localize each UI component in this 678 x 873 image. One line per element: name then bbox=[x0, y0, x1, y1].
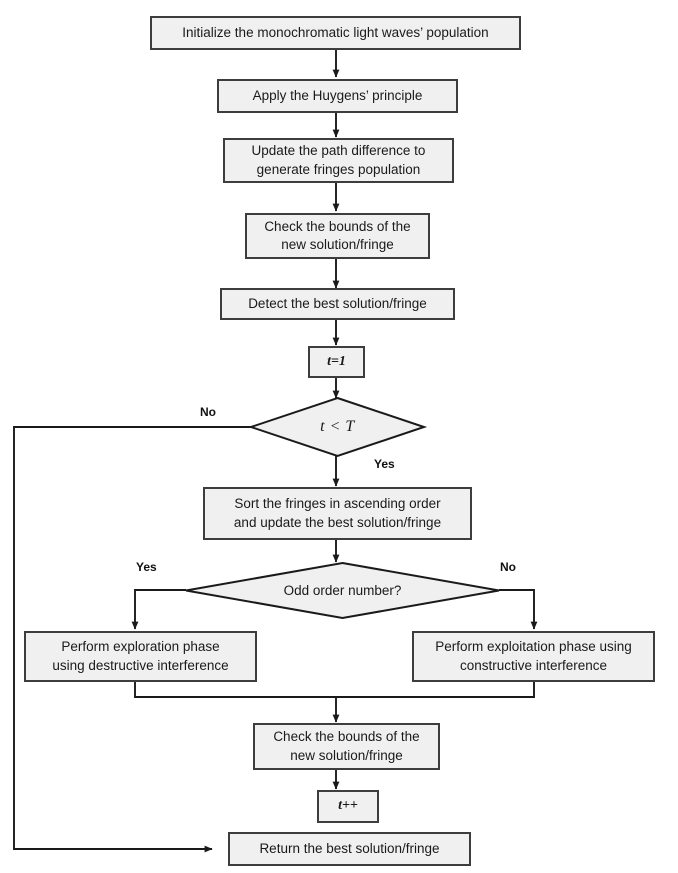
node-label: Apply the Huygens’ principle bbox=[252, 87, 423, 103]
node-initialize-population[interactable]: Initialize the monochromatic light waves… bbox=[150, 16, 521, 50]
edge-label-yes-odd-order: Yes bbox=[136, 560, 157, 574]
node-label: Initialize the monochromatic light waves… bbox=[182, 24, 489, 40]
node-check-bounds-second[interactable]: Check the bounds of the new solution/fri… bbox=[253, 723, 440, 770]
diamond-shape bbox=[247, 396, 428, 458]
edge-label-no-t-condition: No bbox=[200, 405, 216, 419]
node-t-increment[interactable]: t++ bbox=[317, 790, 379, 823]
node-perform-exploitation-phase[interactable]: Perform exploitation phase using constru… bbox=[412, 631, 655, 682]
node-label: Perform exploitation phase using constru… bbox=[435, 639, 632, 673]
node-check-bounds-first[interactable]: Check the bounds of the new solution/fri… bbox=[245, 213, 430, 259]
node-label: Perform exploration phase using destruct… bbox=[52, 639, 229, 673]
node-detect-best-solution[interactable]: Detect the best solution/fringe bbox=[220, 288, 455, 320]
edge-condodd-yes-to-exploration bbox=[131, 589, 186, 630]
node-return-best-solution[interactable]: Return the best solution/fringe bbox=[228, 832, 471, 866]
node-label: Return the best solution/fringe bbox=[259, 840, 440, 856]
node-apply-huygens-principle[interactable]: Apply the Huygens’ principle bbox=[217, 79, 458, 113]
edge-exploration-to-merge bbox=[134, 682, 336, 698]
node-t-initialize[interactable]: t=1 bbox=[308, 346, 365, 378]
node-label: t=1 bbox=[327, 353, 346, 369]
edge-condodd-no-to-exploitation bbox=[499, 589, 538, 630]
node-label: Update the path difference to generate f… bbox=[251, 143, 426, 177]
node-update-path-difference[interactable]: Update the path difference to generate f… bbox=[223, 138, 454, 183]
node-label: Sort the fringes in ascending order and … bbox=[233, 496, 442, 530]
edge-label-yes-t-condition: Yes bbox=[374, 457, 395, 471]
edge-exploitation-to-merge bbox=[336, 682, 535, 698]
node-label: t++ bbox=[338, 798, 358, 814]
edge-label-no-odd-order: No bbox=[500, 560, 516, 574]
node-label: Detect the best solution/fringe bbox=[248, 295, 427, 311]
edge-condt-no-loop bbox=[13, 426, 251, 853]
node-label: Odd order number? bbox=[283, 583, 402, 598]
node-perform-exploration-phase[interactable]: Perform exploration phase using destruct… bbox=[24, 631, 257, 682]
node-label: Check the bounds of the new solution/fri… bbox=[264, 218, 411, 252]
node-condition-odd-order-number[interactable]: Odd order number? bbox=[185, 561, 500, 620]
node-condition-t-less-than-T[interactable]: t < T bbox=[247, 396, 428, 458]
node-label: Check the bounds of the new solution/fri… bbox=[273, 729, 420, 763]
node-sort-fringes[interactable]: Sort the fringes in ascending order and … bbox=[203, 487, 472, 540]
node-label: t < T bbox=[320, 418, 355, 435]
diamond-shape bbox=[185, 561, 500, 620]
